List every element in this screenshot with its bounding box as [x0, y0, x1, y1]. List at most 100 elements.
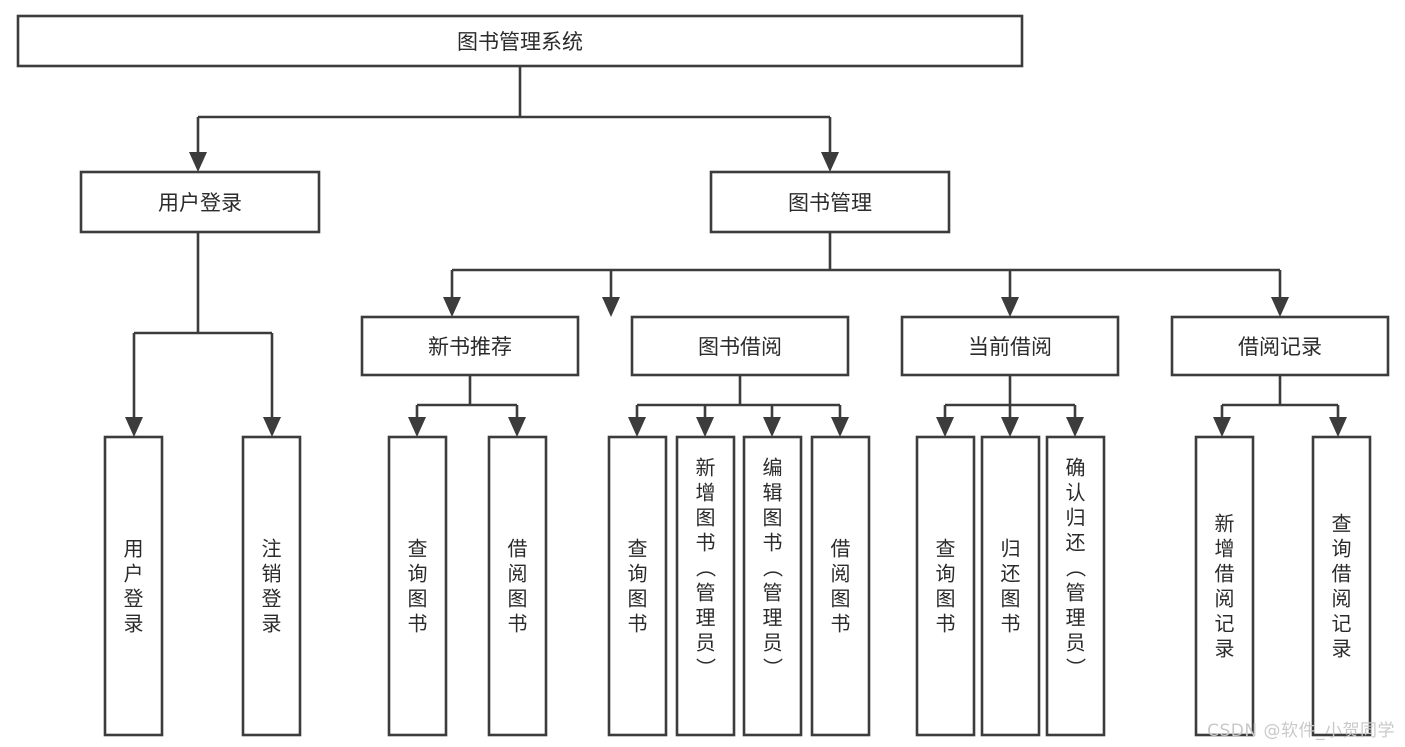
- arrow-head-icon: [628, 417, 646, 437]
- level3-node-node-1-图书借阅[interactable]: 图书借阅: [630, 315, 850, 377]
- arrow-heads: [125, 152, 1347, 437]
- svg-text:图: 图: [1001, 587, 1021, 611]
- svg-text:记: 记: [1215, 612, 1235, 636]
- svg-text:确: 确: [1066, 456, 1086, 480]
- level3-node-node-0-新书推荐[interactable]: 新书推荐: [360, 315, 580, 377]
- root-node-node-0-图书管理系统[interactable]: 图书管理系统: [16, 14, 1024, 68]
- level2-node-node-0-用户登录[interactable]: 用户登录: [79, 170, 321, 234]
- svg-text:（: （: [694, 558, 718, 578]
- svg-text:书: 书: [1001, 612, 1021, 636]
- svg-text:书: 书: [696, 531, 716, 555]
- svg-text:销: 销: [262, 562, 282, 586]
- svg-text:增: 增: [696, 481, 716, 505]
- svg-text:还: 还: [1001, 562, 1021, 586]
- node-boxes: 图书管理系统用户登录图书管理新书推荐图书借阅当前借阅借阅记录用户登录注销登录查询…: [16, 14, 1390, 737]
- svg-text:书: 书: [831, 612, 851, 636]
- svg-text:还: 还: [1066, 531, 1086, 555]
- svg-text:询: 询: [1332, 537, 1352, 561]
- svg-text:录: 录: [1332, 637, 1352, 661]
- arrow-head-icon: [936, 417, 954, 437]
- svg-text:图: 图: [508, 587, 528, 611]
- svg-text:阅: 阅: [508, 562, 528, 586]
- svg-text:登: 登: [124, 587, 144, 611]
- svg-text:图: 图: [763, 506, 783, 530]
- svg-text:记: 记: [1332, 612, 1352, 636]
- arrow-head-icon: [443, 297, 461, 317]
- svg-text:书: 书: [936, 612, 956, 636]
- svg-text:图: 图: [831, 587, 851, 611]
- arrow-head-icon: [1001, 417, 1019, 437]
- svg-text:新: 新: [1215, 512, 1235, 536]
- arrow-head-icon: [1271, 297, 1289, 317]
- svg-text:（: （: [1064, 558, 1088, 578]
- svg-text:借: 借: [1215, 562, 1235, 586]
- svg-text:查: 查: [628, 537, 648, 561]
- svg-text:书: 书: [508, 612, 528, 636]
- svg-text:辑: 辑: [763, 481, 783, 505]
- arrow-head-icon: [831, 417, 849, 437]
- svg-text:书: 书: [408, 612, 428, 636]
- svg-text:查: 查: [408, 537, 428, 561]
- svg-text:阅: 阅: [1215, 587, 1235, 611]
- svg-text:员: 员: [1066, 631, 1086, 655]
- svg-text:阅: 阅: [1332, 587, 1352, 611]
- level3-node-node-3-借阅记录[interactable]: 借阅记录: [1170, 315, 1390, 377]
- node-label: 当前借阅: [968, 335, 1052, 359]
- svg-text:认: 认: [1066, 481, 1086, 505]
- svg-text:录: 录: [1215, 637, 1235, 661]
- arrow-head-icon: [189, 152, 207, 172]
- csdn-watermark: CSDN @软件_小贺同学: [1207, 721, 1395, 741]
- node-label: 用户登录: [158, 191, 242, 215]
- svg-text:书: 书: [763, 531, 783, 555]
- svg-text:增: 增: [1215, 537, 1235, 561]
- leaf-label-vertical: 用户登录: [124, 537, 144, 636]
- node-label: 图书管理: [788, 191, 872, 215]
- svg-text:户: 户: [124, 562, 144, 586]
- svg-text:询: 询: [408, 562, 428, 586]
- svg-text:员: 员: [696, 631, 716, 655]
- svg-text:理: 理: [696, 606, 716, 630]
- svg-text:编: 编: [763, 456, 783, 480]
- svg-text:（: （: [761, 558, 785, 578]
- level3-node-node-2-当前借阅[interactable]: 当前借阅: [900, 315, 1120, 377]
- node-label: 新书推荐: [428, 335, 512, 359]
- arrow-head-icon: [821, 152, 839, 172]
- svg-text:理: 理: [763, 606, 783, 630]
- svg-text:）: ）: [694, 658, 718, 678]
- svg-text:图: 图: [408, 587, 428, 611]
- svg-text:归: 归: [1001, 537, 1021, 561]
- arrow-head-icon: [1213, 417, 1231, 437]
- arrow-head-icon: [602, 297, 620, 317]
- svg-text:登: 登: [262, 587, 282, 611]
- arrow-head-icon: [1329, 417, 1347, 437]
- svg-text:阅: 阅: [831, 562, 851, 586]
- leaf-node-node-0-用户登录[interactable]: 用户登录: [103, 435, 164, 737]
- arrow-head-icon: [408, 417, 426, 437]
- node-label: 借阅记录: [1238, 335, 1322, 359]
- level2-node-node-1-图书管理[interactable]: 图书管理: [709, 170, 951, 234]
- arrow-head-icon: [1066, 417, 1084, 437]
- svg-text:管: 管: [1066, 581, 1086, 605]
- svg-text:注: 注: [262, 537, 282, 561]
